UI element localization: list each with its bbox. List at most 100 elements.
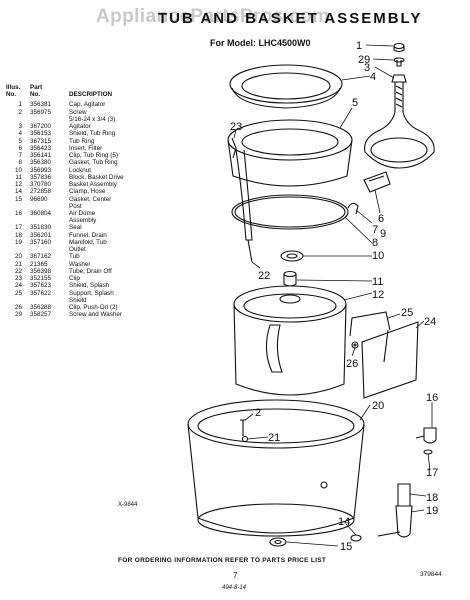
illus-no-cell: 20 [14,253,22,261]
description-cell: Clip [69,275,80,283]
part-no-cell: 356975 [30,108,52,116]
description-cell: Air Dome Assembly [69,209,97,225]
callout-label: 2 [255,407,261,419]
hose-clamp-part [350,534,362,542]
part-no-cell: 356381 [30,101,52,109]
table-row: 20 367162 Tub [6,253,158,260]
description-cell: Insert, Filter [69,144,103,152]
part-no-cell: 358257 [30,311,52,319]
center-post-gasket-part [269,537,287,547]
model-subtitle: For Model: LHC4500W0 [210,38,311,48]
page-number: 7 [233,571,238,580]
watermark: AppliancePartsPros.com [96,6,330,27]
table-row: 17 351830 Seal [6,224,158,231]
description-cell: Shield, Tub Ring [69,130,116,138]
part-no-cell: 352155 [30,275,52,283]
callout-label: 8 [372,237,378,249]
tub-ring-shield-part [229,64,343,109]
air-dome-part [415,427,437,444]
illus-no-cell: 11 [15,173,22,181]
callout-label: 24 [424,316,436,328]
tub-ring-part [227,119,353,187]
handwritten-note: 494-8-14 [222,585,247,591]
screw-washer-part [393,57,405,67]
part-no-cell: 356380 [30,159,52,167]
description-cell: Cap, Agitator [69,101,106,109]
screw-part [240,419,249,443]
part-no-cell: 367162 [30,253,52,261]
splash-shield-support-part [349,311,391,363]
description-cell: Tube, Drain Off [69,267,112,275]
drain-tube-part [231,137,253,263]
part-no-cell: 356423 [30,144,52,152]
tub-part [187,399,365,537]
splash-shield-part [361,321,419,399]
illus-no-cell: 24 [14,282,22,290]
illus-no-cell: 17 [14,224,22,232]
callout-label: 23 [230,121,242,133]
description-cell: Gasket, Tub Ring [69,159,118,167]
part-no-cell: 356398 [30,267,52,275]
callout-label: 4 [370,71,376,83]
description-cell: Clip, Tub Ring (5) [69,152,118,160]
part-no-cell: 356153 [30,130,52,138]
callout-label: 5 [352,97,358,109]
description-cell: Locknut [69,166,92,174]
description-cell: Seal [69,224,82,232]
drain-funnel-part [397,483,411,507]
illus-no-cell: 15 [14,195,22,203]
description-cell: Gasket, Center Post [69,195,112,210]
header-description: DESCRIPTION [69,91,113,99]
callout-label: 17 [426,467,438,479]
illus-no-cell: 1 [18,101,22,109]
table-row: 4 356153 Shield, Tub Ring [6,130,158,137]
description-cell: Clamp, Hose [69,188,106,196]
description-cell: Washer [69,260,91,268]
illus-no-cell: 18 [14,231,22,239]
illus-no-cell: 21 [14,260,22,268]
illus-no-cell: 12 [14,181,22,189]
part-no-cell: 356288 [30,304,52,312]
table-row: 1 356381 Cap, Agitator [6,101,158,108]
part-no-cell: 357160 [30,238,52,246]
part-no-cell: 351830 [30,224,52,232]
part-no-cell: 367200 [30,123,52,131]
description-cell: Tub [69,253,80,261]
illus-no-cell: 5 [18,137,22,145]
illus-no-cell: 4 [18,130,22,138]
illus-no-cell: 29 [14,311,22,319]
part-no-cell: 370780 [30,181,52,189]
illus-no-cell: 26 [14,304,22,312]
callout-label: 15 [340,541,352,553]
callout-label: 12 [372,289,384,301]
callout-label: 16 [426,392,438,404]
description-cell: Funnel, Drain [69,231,107,239]
illus-no-cell: 3 [18,123,22,131]
part-no-cell: 357623 [30,282,52,290]
description-cell: Shield, Splash [69,282,110,290]
header-illus-no: Illus. No. [6,84,21,99]
illus-no-cell: 23 [14,275,22,283]
leader-lines [233,44,433,547]
basket-assembly-part [233,285,347,396]
agitator-cap-part [393,42,405,53]
illus-no-cell: 14 [14,188,22,196]
part-no-cell: 356201 [30,231,52,239]
callout-label: 22 [258,270,270,282]
part-no-cell: 96690 [30,195,48,203]
seal-part [423,449,433,455]
figure-code-left: X-9844 [118,502,138,508]
